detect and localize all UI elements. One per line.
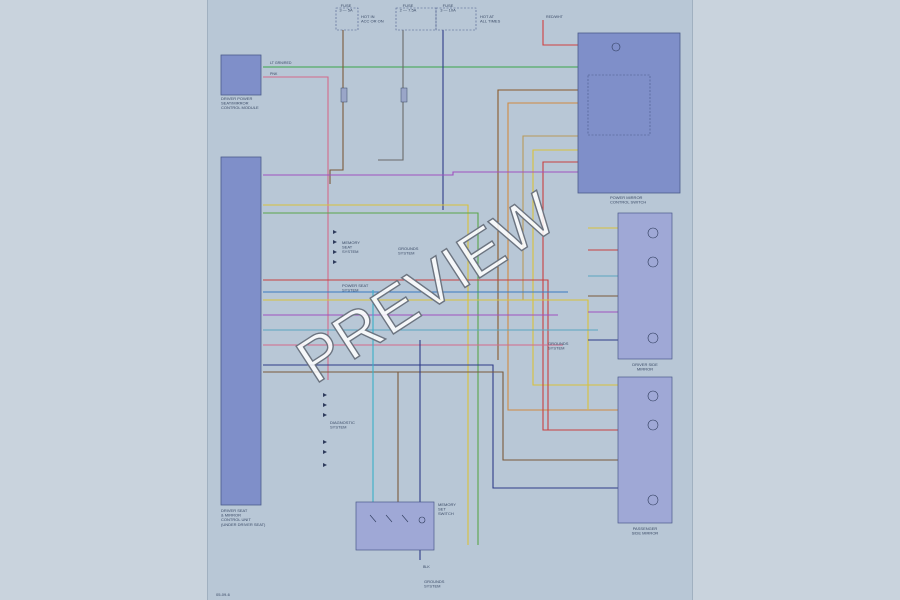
wire-purple-1 (263, 171, 578, 176)
driver-mirror-box (617, 212, 673, 360)
wire-label-redwht: RED/WHT (546, 15, 564, 19)
fuse-element-1 (340, 87, 348, 103)
power-mirror-switch-box (577, 32, 681, 194)
memory-set-switch-box (355, 501, 435, 551)
wire-bus-5 (263, 299, 589, 410)
mirror-motor-icons (647, 227, 659, 506)
wire-label-ltgrn: LT GRN/RED (270, 61, 292, 65)
wire-brown-1 (497, 89, 578, 360)
fuse-element-2 (400, 87, 408, 103)
wire-bus-3 (263, 279, 549, 430)
arrow-marks (323, 230, 337, 467)
left-module-box (220, 156, 262, 506)
wire-tan-1 (522, 135, 578, 300)
wire-fuse1-drop (329, 30, 344, 184)
wire-red-top (542, 20, 578, 46)
wire-red-1 (542, 161, 618, 431)
wire-bus-9 (263, 364, 618, 489)
wire-pink-left (263, 76, 329, 380)
page-number: 05-09-6 (216, 592, 231, 597)
wire-yellow-1 (532, 149, 618, 386)
fuse-box-3 (435, 7, 477, 31)
wire-label-blk: BLK (423, 565, 430, 569)
wire-fuse2-drop (378, 30, 404, 161)
wire-bus-10 (263, 371, 618, 461)
switch-indicator-icon (611, 42, 621, 52)
passenger-mirror-box (617, 376, 673, 524)
wire-bus-1 (263, 204, 469, 545)
wire-bus-2 (263, 212, 479, 545)
fuse-box-1 (335, 7, 359, 31)
memory-switch-contacts (369, 514, 426, 524)
wire-orange-1 (507, 102, 618, 411)
wire-label-pnk: PNK (270, 72, 278, 76)
top-left-module-box (220, 54, 262, 96)
